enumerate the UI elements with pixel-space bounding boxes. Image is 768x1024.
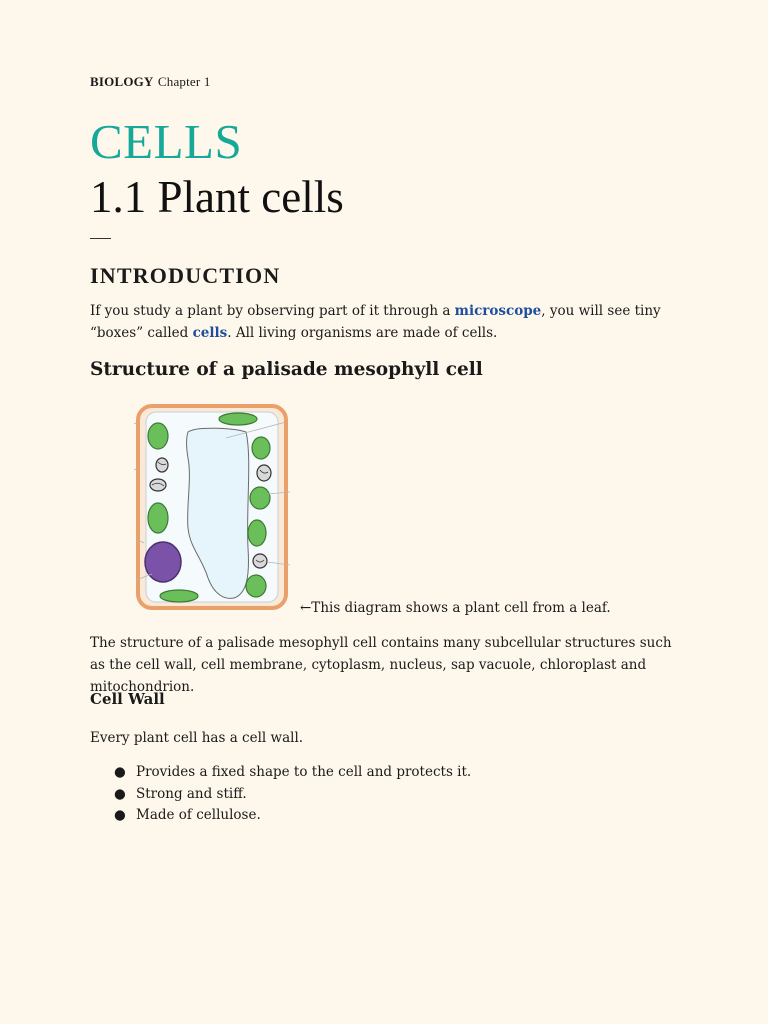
section-title: 1.1 Plant cells bbox=[90, 172, 344, 222]
chloroplast-left-2 bbox=[147, 502, 169, 534]
bullet-text: Provides a fixed shape to the cell and p… bbox=[136, 764, 472, 780]
chloroplast-bottom bbox=[159, 589, 199, 603]
label-lines bbox=[134, 421, 291, 581]
introduction-paragraph: If you study a plant by observing part o… bbox=[90, 300, 680, 344]
chloroplast-top bbox=[218, 412, 258, 426]
bullet-icon: ● bbox=[114, 764, 126, 780]
bullet-text: Made of cellulose. bbox=[136, 807, 261, 823]
structure-heading: Structure of a palisade mesophyll cell bbox=[90, 359, 483, 380]
chloroplast-right-1 bbox=[251, 436, 271, 460]
plant-cell-diagram bbox=[134, 404, 291, 610]
bullet-icon: ● bbox=[114, 807, 126, 823]
intro-text-1: If you study a plant by observing part o… bbox=[90, 303, 455, 319]
list-item: ● Provides a fixed shape to the cell and … bbox=[90, 762, 471, 784]
chapter-label: Chapter 1 bbox=[157, 74, 211, 89]
intro-text-3: . All living organisms are made of cells… bbox=[227, 325, 498, 341]
microscope-link[interactable]: microscope bbox=[454, 303, 542, 319]
chloroplast-right-4 bbox=[245, 574, 267, 598]
structure-paragraph: The structure of a palisade mesophyll ce… bbox=[90, 635, 672, 695]
chloroplast-right-3 bbox=[247, 519, 267, 547]
bullet-text: Strong and stiff. bbox=[136, 785, 247, 802]
chapter-kicker: BIOLOGY Chapter 1 bbox=[90, 74, 211, 90]
vacuole-shape bbox=[186, 427, 250, 599]
chloroplast-left-1 bbox=[147, 422, 169, 450]
diagram-caption: ←This diagram shows a plant cell from a … bbox=[300, 600, 611, 616]
title-divider bbox=[90, 238, 111, 239]
bullet-icon: ● bbox=[114, 785, 126, 802]
intro-text-2: , you will see tiny “boxes” called bbox=[90, 303, 661, 341]
list-item: ● Strong and stiff. bbox=[90, 784, 471, 806]
chloroplast-right-2 bbox=[249, 486, 271, 510]
cell-wall-heading: Cell Wall bbox=[90, 690, 165, 708]
mitochondrion-2 bbox=[149, 478, 167, 492]
cell-wall-bullet-list: ● Provides a fixed shape to the cell and … bbox=[90, 762, 471, 827]
mitochondrion-1 bbox=[155, 457, 169, 473]
cells-link[interactable]: cells bbox=[192, 325, 228, 341]
list-item: ● Made of cellulose. bbox=[90, 805, 471, 827]
cell-wall-intro: Every plant cell has a cell wall. bbox=[90, 730, 304, 746]
subject-label: BIOLOGY bbox=[90, 74, 154, 89]
chloroplasts bbox=[147, 412, 271, 603]
nucleus-shape bbox=[144, 541, 182, 583]
chapter-title: CELLS bbox=[90, 114, 243, 169]
mitochondrion-4 bbox=[252, 553, 268, 569]
introduction-heading: INTRODUCTION bbox=[90, 263, 281, 288]
